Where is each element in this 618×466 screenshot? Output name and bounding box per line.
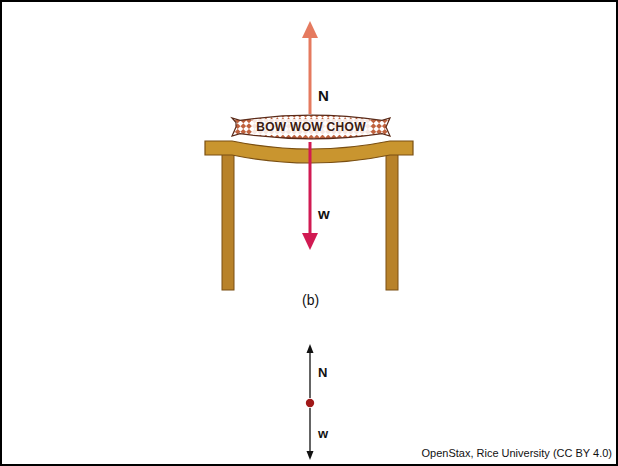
force-label: w xyxy=(318,206,330,223)
force-label: N xyxy=(318,88,329,105)
fbd-weight-arrow xyxy=(309,408,310,452)
arrowhead xyxy=(307,344,314,353)
arrowhead xyxy=(307,451,314,460)
normal-force-arrow xyxy=(309,34,312,114)
point-mass xyxy=(306,399,314,407)
arrowhead xyxy=(302,21,318,38)
arrowhead xyxy=(302,233,318,250)
panel-label: (b) xyxy=(302,293,319,308)
force-label: N xyxy=(318,366,327,380)
table-leg xyxy=(222,154,234,290)
food-bag: BOW WOW CHOW xyxy=(232,112,390,142)
table-leg xyxy=(386,154,398,290)
credit-note: OpenStax, Rice University (CC BY 4.0) xyxy=(421,447,612,459)
bag-label: BOW WOW CHOW xyxy=(252,119,370,135)
fbd-normal-arrow xyxy=(309,352,310,398)
force-label: w xyxy=(318,427,328,441)
weight-arrow xyxy=(309,142,312,236)
